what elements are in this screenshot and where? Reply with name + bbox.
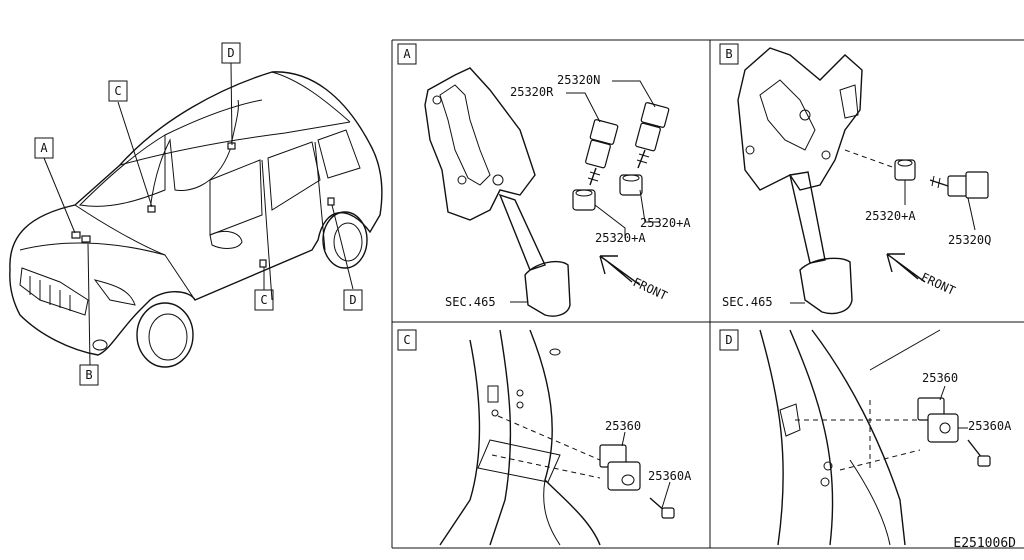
svg-text:A: A [40, 141, 48, 155]
label-25360a-c: 25360A [648, 469, 692, 483]
switch-25360-d [917, 397, 959, 443]
clip-25320a-b [894, 159, 916, 181]
switch-25320n [635, 102, 670, 169]
panel-a: A [397, 43, 691, 317]
front-label-b: FRONT [919, 270, 958, 298]
overview-callout-d-lower: D [343, 289, 363, 311]
screw-25360a-d [967, 439, 991, 467]
panel-a-letter: A [403, 47, 411, 61]
svg-text:D: D [349, 293, 356, 307]
front-label-a: FRONT [631, 275, 670, 303]
panel-d: D 25360 25360A [719, 329, 1012, 546]
switch-25320r [585, 119, 619, 186]
label-sec465-b: SEC.465 [722, 295, 773, 309]
switch-25320q [929, 171, 989, 199]
panel-b-letter: B [725, 47, 732, 61]
switch-25360-c [599, 444, 641, 491]
overview-callout-c-upper: C [108, 80, 128, 102]
label-sec465-a: SEC.465 [445, 295, 496, 309]
svg-text:C: C [260, 293, 267, 307]
overview-callout-b: B [79, 364, 99, 386]
svg-text:D: D [227, 46, 234, 60]
svg-text:B: B [85, 368, 92, 382]
clip-25320a-left [572, 189, 596, 211]
figure-id: E251006D [953, 536, 1016, 551]
panel-d-letter: D [725, 333, 732, 347]
label-25320a-b: 25320+A [865, 209, 916, 223]
label-25360a-d: 25360A [968, 419, 1012, 433]
label-25320r: 25320R [510, 85, 554, 99]
panel-frames [391, 39, 1024, 549]
panel-c-letter: C [403, 333, 410, 347]
label-25320a-right: 25320+A [640, 216, 691, 230]
label-25320n: 25320N [557, 73, 600, 87]
overview-callout-a: A [34, 137, 54, 159]
overview-callout-c-lower: C [254, 289, 274, 311]
vehicle-overview [9, 62, 383, 368]
panel-c: C 25360 25360A [397, 329, 692, 546]
label-25320a-left: 25320+A [595, 231, 646, 245]
label-25360-d: 25360 [922, 371, 958, 385]
screw-25360a-c [649, 497, 675, 519]
label-25320q: 25320Q [948, 233, 991, 247]
svg-text:C: C [114, 84, 121, 98]
label-25360-c: 25360 [605, 419, 641, 433]
clip-25320a-right [619, 174, 643, 196]
overview-callout-d-upper: D [221, 42, 241, 64]
panel-b: B 25320+A 25320Q SE [719, 43, 991, 315]
